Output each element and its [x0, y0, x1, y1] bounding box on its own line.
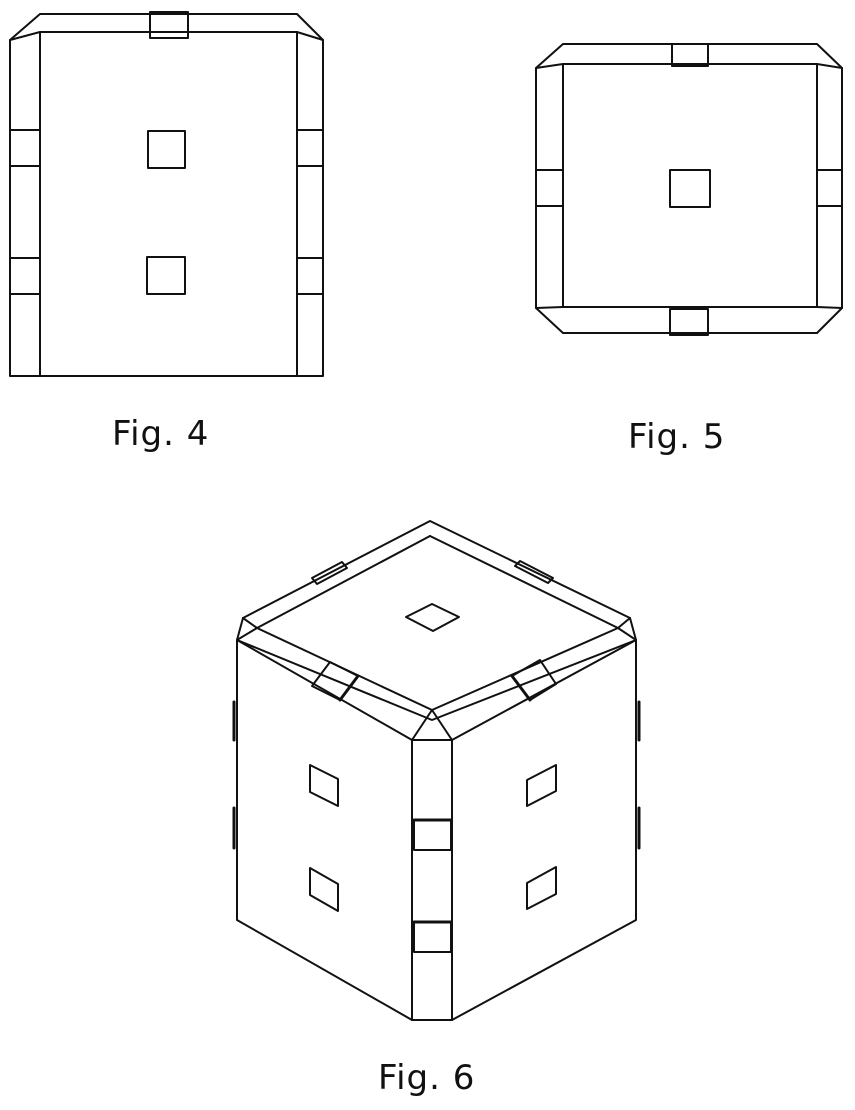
fig6-clip-front-lower: [414, 922, 451, 952]
fig6-chamfer-right-b: [618, 618, 630, 628]
fig6-top-band-back-left: [257, 536, 430, 628]
fig6-left-face: [237, 640, 412, 1020]
figure-5-caption: Fig. 5: [628, 417, 725, 457]
fig6-right-face: [452, 640, 636, 1020]
fig6-chamfer-left-b: [243, 618, 257, 628]
figure-4-caption: Fig. 4: [112, 414, 209, 454]
fig6-left-window-upper: [310, 765, 338, 806]
fig6-clip-front-upper: [414, 820, 451, 850]
fig6-right-window-upper: [527, 765, 556, 806]
fig6-top-face: [237, 521, 636, 720]
fig6-left-window-lower: [310, 868, 338, 911]
fig6-right-window-lower: [527, 867, 556, 909]
fig6-top-band-back-right: [430, 536, 618, 628]
fig6-top-window: [406, 604, 459, 631]
figure-6-caption: Fig. 6: [378, 1058, 475, 1098]
